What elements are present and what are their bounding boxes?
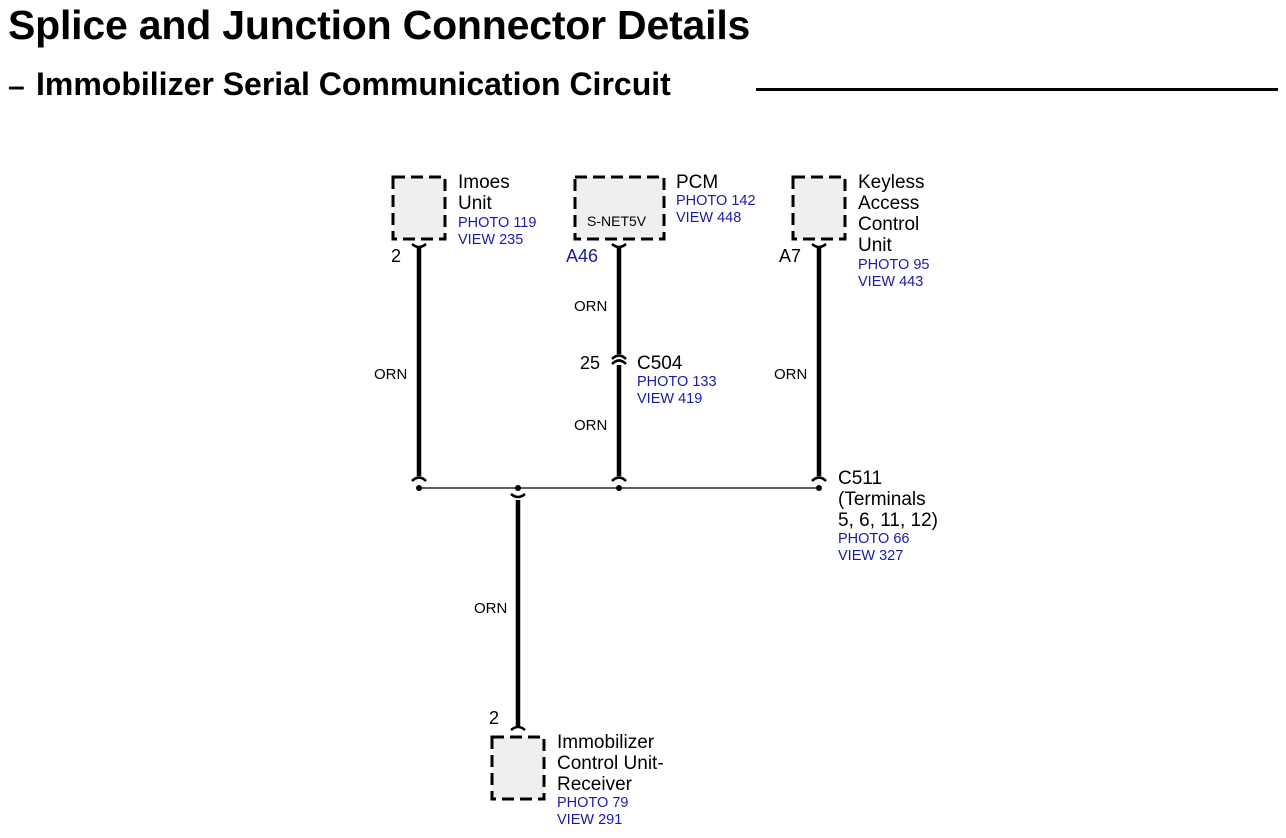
keyless-name-line1: Keyless — [858, 172, 925, 193]
imoes-photo-link[interactable]: PHOTO 119 — [458, 215, 537, 231]
junction-dot-keyless — [816, 485, 822, 491]
junction-dot-pcm — [616, 485, 622, 491]
subtitle-rule — [756, 88, 1278, 91]
c511-view-link[interactable]: VIEW 327 — [838, 548, 904, 564]
imoes-view-link[interactable]: VIEW 235 — [458, 232, 524, 248]
immobilizer-name-line1: Immobilizer — [557, 732, 655, 753]
c504-photo-link[interactable]: PHOTO 133 — [637, 374, 717, 390]
c504-view-link[interactable]: VIEW 419 — [637, 391, 703, 407]
immobilizer-pin: 2 — [489, 708, 500, 728]
pcm-photo-link[interactable]: PHOTO 142 — [676, 193, 756, 209]
pcm-box[interactable] — [573, 175, 666, 241]
keyless-pin: A7 — [779, 246, 802, 266]
c511-terminals-line1: (Terminals — [838, 489, 926, 510]
immobilizer-control-unit-box[interactable] — [490, 735, 546, 801]
page-title: Splice and Junction Connector Details — [8, 2, 751, 48]
keyless-name-line3: Control — [858, 214, 920, 235]
c511-arc-pcm-icon — [611, 476, 627, 482]
imoes-name-line2: Unit — [458, 193, 492, 214]
keyless-name-line4: Unit — [858, 235, 892, 256]
pcm-name: PCM — [676, 172, 719, 193]
immobilizer-terminal-icon — [510, 725, 526, 731]
immobilizer-view-link[interactable]: VIEW 291 — [557, 812, 623, 828]
c511-photo-link[interactable]: PHOTO 66 — [838, 531, 910, 547]
page-subtitle: Immobilizer Serial Communication Circuit — [36, 66, 671, 102]
immobilizer-photo-link[interactable]: PHOTO 79 — [557, 795, 629, 811]
c504-connector-icon — [611, 354, 627, 365]
immobilizer-name-line3: Receiver — [557, 774, 632, 795]
pcm-view-link[interactable]: VIEW 448 — [676, 210, 742, 226]
imoes-name-line1: Imoes — [458, 172, 510, 193]
pcm-lower-wire-color: ORN — [574, 417, 608, 434]
c511-terminals-line2: 5, 6, 11, 12) — [838, 510, 938, 531]
keyless-view-link[interactable]: VIEW 443 — [858, 274, 924, 290]
junction-dot-imoes — [416, 485, 422, 491]
keyless-name-line2: Access — [858, 193, 920, 214]
imoes-pin: 2 — [391, 246, 402, 266]
pcm-box-label: S-NET5V — [587, 213, 647, 229]
c511-arc-imoes-icon — [411, 476, 427, 482]
c511-arc-keyless-icon — [811, 476, 827, 482]
c504-name: C504 — [637, 353, 683, 374]
c511-name: C511 — [838, 468, 883, 489]
keyless-access-control-unit-box[interactable] — [791, 175, 847, 241]
immobilizer-name-line2: Control Unit- — [557, 753, 664, 774]
subtitle-dash: – — [8, 70, 25, 103]
junction-dot-immobilizer — [515, 485, 521, 491]
pcm-upper-wire-color: ORN — [574, 298, 608, 315]
immobilizer-wire-color: ORN — [474, 600, 508, 617]
keyless-photo-link[interactable]: PHOTO 95 — [858, 257, 930, 273]
imoes-unit-box[interactable] — [391, 175, 447, 241]
c504-pin: 25 — [580, 353, 601, 373]
keyless-wire-color: ORN — [774, 366, 808, 383]
c511-arc-immobilizer-icon — [510, 493, 526, 499]
pcm-pin: A46 — [566, 246, 599, 266]
imoes-wire-color: ORN — [374, 366, 408, 383]
